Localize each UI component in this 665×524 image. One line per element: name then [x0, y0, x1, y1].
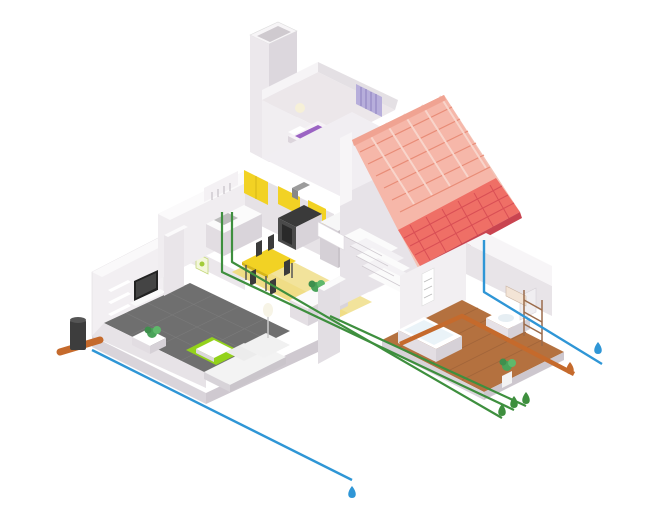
side-table: [132, 329, 166, 354]
water-line: [91, 348, 353, 482]
green-drop-icon: [498, 404, 506, 416]
brown-drop-icon: [566, 362, 574, 374]
drain-line: [230, 212, 503, 419]
plant-icon: [144, 326, 161, 338]
television: [130, 270, 166, 306]
range-hood: [292, 182, 310, 200]
wall-shelves: [108, 280, 131, 316]
water-drop-icon: [594, 342, 602, 354]
plant-icon: [499, 358, 516, 388]
sofa: [204, 333, 290, 392]
floor-lamp: [263, 303, 273, 338]
bedroom-window: [356, 84, 382, 117]
sewer-line: [399, 313, 576, 376]
standpipe: [70, 317, 86, 350]
bathroom-window: [505, 285, 527, 307]
drain-line: [220, 212, 515, 411]
roof: [352, 95, 522, 272]
coffee-table: [196, 340, 232, 362]
utility-lines: [56, 212, 603, 498]
green-drop-icon: [522, 392, 530, 404]
ladder-shelf: [523, 290, 543, 346]
stove: [278, 205, 322, 250]
water-line: [482, 240, 603, 366]
drain-line: [329, 315, 527, 407]
roof-tiles: [398, 178, 520, 266]
bathroom: [382, 233, 564, 400]
water-drop-icon: [348, 486, 356, 498]
